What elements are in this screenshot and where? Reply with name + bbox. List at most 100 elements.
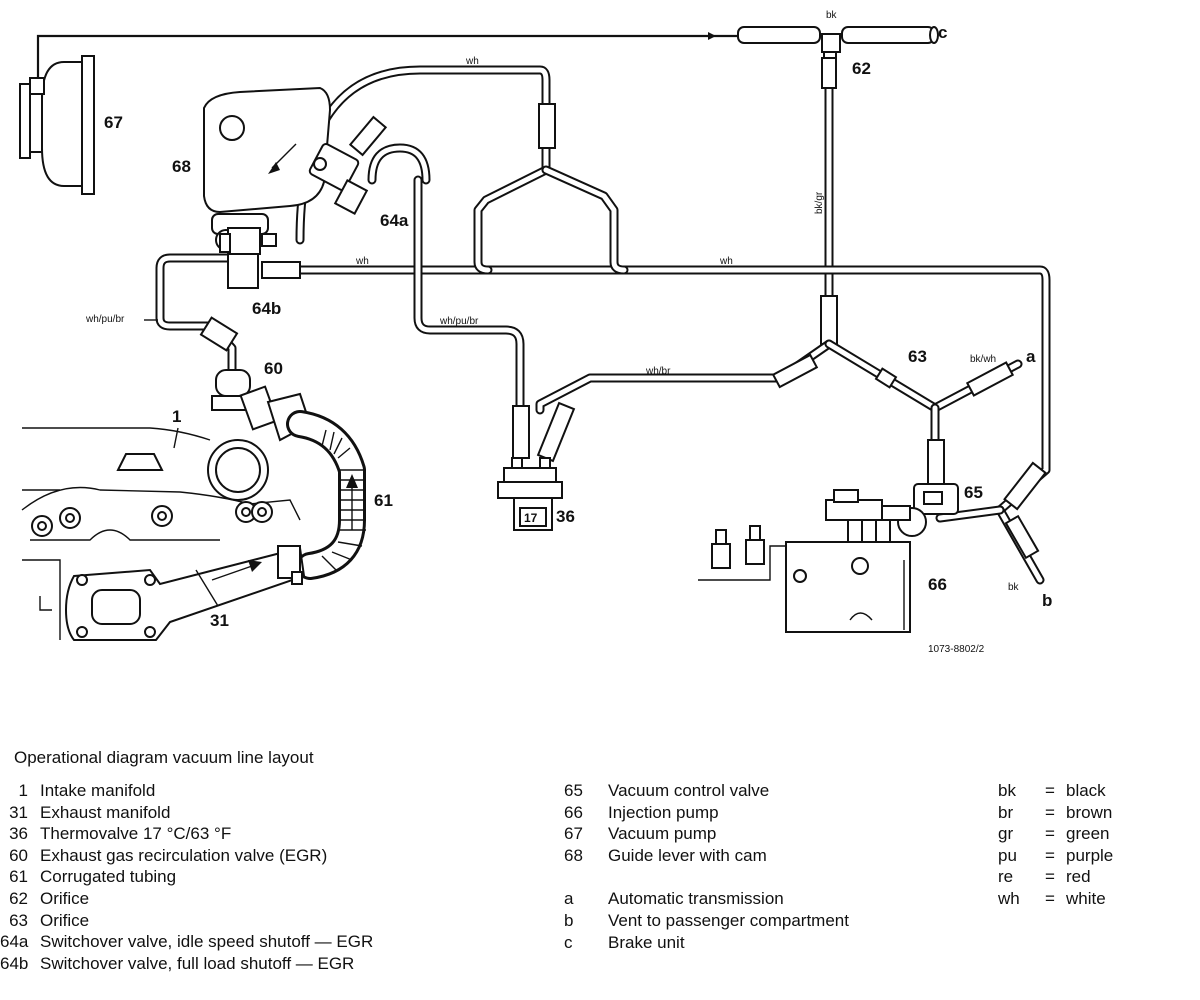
legend-row: 64b Switchover valve, full load shutoff —… xyxy=(0,953,373,975)
legend-key: 31 xyxy=(9,802,28,822)
label-60: 60 xyxy=(264,359,283,378)
legend-text: black xyxy=(1066,781,1106,800)
legend-text: Vacuum pump xyxy=(608,824,717,844)
legend-key: pu xyxy=(998,845,1017,865)
tube-y-top xyxy=(473,115,551,275)
hose-sleeve xyxy=(538,103,556,149)
legend-equals: = xyxy=(1045,845,1055,865)
legend-row: br=brown xyxy=(998,802,1113,824)
legend-text: Thermovalve 17 °C/63 °F xyxy=(40,824,232,844)
color-label: wh xyxy=(465,56,479,67)
legend-text: Vacuum control valve xyxy=(608,781,770,800)
legend-text: Orifice xyxy=(40,888,90,908)
hose-sleeve xyxy=(927,439,945,485)
components xyxy=(19,55,959,641)
hose-sleeve xyxy=(261,261,301,279)
hose-sleeve xyxy=(771,353,819,389)
label-62: 62 xyxy=(852,59,871,78)
orifice-63 xyxy=(874,367,898,389)
legend-row: re=red xyxy=(998,866,1113,888)
legend-text: white xyxy=(1066,888,1106,908)
color-label: bk xyxy=(826,10,838,21)
switchover-valve-64a xyxy=(308,143,369,215)
leader-31 xyxy=(195,569,219,607)
legend-gap xyxy=(564,866,849,888)
tube-wh-pu-br-left-inner xyxy=(157,255,235,373)
legend-key: 65 xyxy=(564,781,583,800)
tube-wh-pu-br-right xyxy=(413,175,525,415)
label-1: 1 xyxy=(172,407,181,426)
figure-code: 1073-8802/2 xyxy=(928,644,985,655)
switchover-valve-64b xyxy=(219,227,277,289)
legend-key: 68 xyxy=(564,845,583,865)
line-color-labels: wh wh wh wh/pu/br wh/pu/br wh/br bk/gr b… xyxy=(85,10,1020,593)
legend-key: 62 xyxy=(9,888,28,908)
legend-text: green xyxy=(1066,824,1110,844)
label-31: 31 xyxy=(210,611,229,630)
legend-text: Vent to passenger compartment xyxy=(608,910,849,930)
orifice-62 xyxy=(821,33,841,53)
flow-arrow xyxy=(708,32,716,40)
tube-wh-pu-br-left xyxy=(155,253,237,375)
legend-key: 64b xyxy=(0,953,29,973)
corrugated-tubing-61 xyxy=(286,410,366,580)
color-label: wh/pu/br xyxy=(439,316,479,327)
color-label: bk xyxy=(1008,582,1020,593)
legend-row: pu=purple xyxy=(998,845,1113,867)
vacuum-lines xyxy=(36,26,1051,585)
color-label: bk/gr xyxy=(814,191,825,214)
legend-text: Injection pump xyxy=(608,802,719,822)
label-64a: 64a xyxy=(380,211,409,230)
legend-key: b xyxy=(564,910,574,930)
caption: Operational diagram vacuum line layout xyxy=(14,748,314,767)
hose-sleeve xyxy=(199,316,239,352)
brake-hose-left xyxy=(737,26,821,44)
hose-sleeve xyxy=(820,295,838,345)
color-label: wh/br xyxy=(645,366,671,377)
legend-key: 1 xyxy=(18,781,28,800)
vacuum-line-diagram: 67 68 64a 64b 60 1 61 31 36 17 62 63 65 … xyxy=(19,10,1052,655)
color-label: wh xyxy=(719,256,733,267)
vacuum-control-valve-65 xyxy=(879,483,959,537)
legend-key: 64a xyxy=(0,932,29,952)
legend-key: re xyxy=(998,867,1014,887)
legend-text: Corrugated tubing xyxy=(40,867,177,887)
label-b: b xyxy=(1042,591,1052,610)
legend-row: 64a Switchover valve, idle speed shutoff … xyxy=(0,931,373,953)
legend-text: Intake manifold xyxy=(40,781,156,800)
legend-key: bk xyxy=(998,781,1016,800)
legend-equals: = xyxy=(1045,888,1055,908)
tube-wh-pu-br-right-inner xyxy=(415,177,523,413)
legend-key: gr xyxy=(998,824,1014,844)
intake-manifold-1 xyxy=(21,427,301,541)
hose-sleeve xyxy=(512,405,530,459)
legend-text: Brake unit xyxy=(608,932,685,952)
legend-equals: = xyxy=(1045,867,1055,887)
legend-text: Exhaust gas recirculation valve (EGR) xyxy=(40,845,328,865)
label-65: 65 xyxy=(964,483,983,502)
tube-65-to-junction-inner xyxy=(937,507,1003,521)
brake-hose-right xyxy=(841,26,935,44)
legend-row: 1 Intake manifold xyxy=(0,780,373,802)
legend-equals: = xyxy=(1045,824,1055,844)
legend-text: Switchover valve, full load shutoff — EG… xyxy=(40,953,355,973)
label-63: 63 xyxy=(908,347,927,366)
brake-hose-end xyxy=(929,26,939,44)
label-c: c xyxy=(938,23,947,42)
legend-text: Switchover valve, idle speed shutoff — E… xyxy=(40,932,374,952)
line-vacuum-pump-to-brake xyxy=(36,34,740,88)
legend-row: bk=black xyxy=(998,780,1113,802)
thermovalve-36 xyxy=(497,457,563,531)
tube-wh-main-inner xyxy=(297,267,1049,513)
legend-text: Orifice xyxy=(40,910,90,930)
legend: Operational diagram vacuum line layout 1… xyxy=(0,740,1200,990)
color-label: bk/wh xyxy=(970,354,996,365)
